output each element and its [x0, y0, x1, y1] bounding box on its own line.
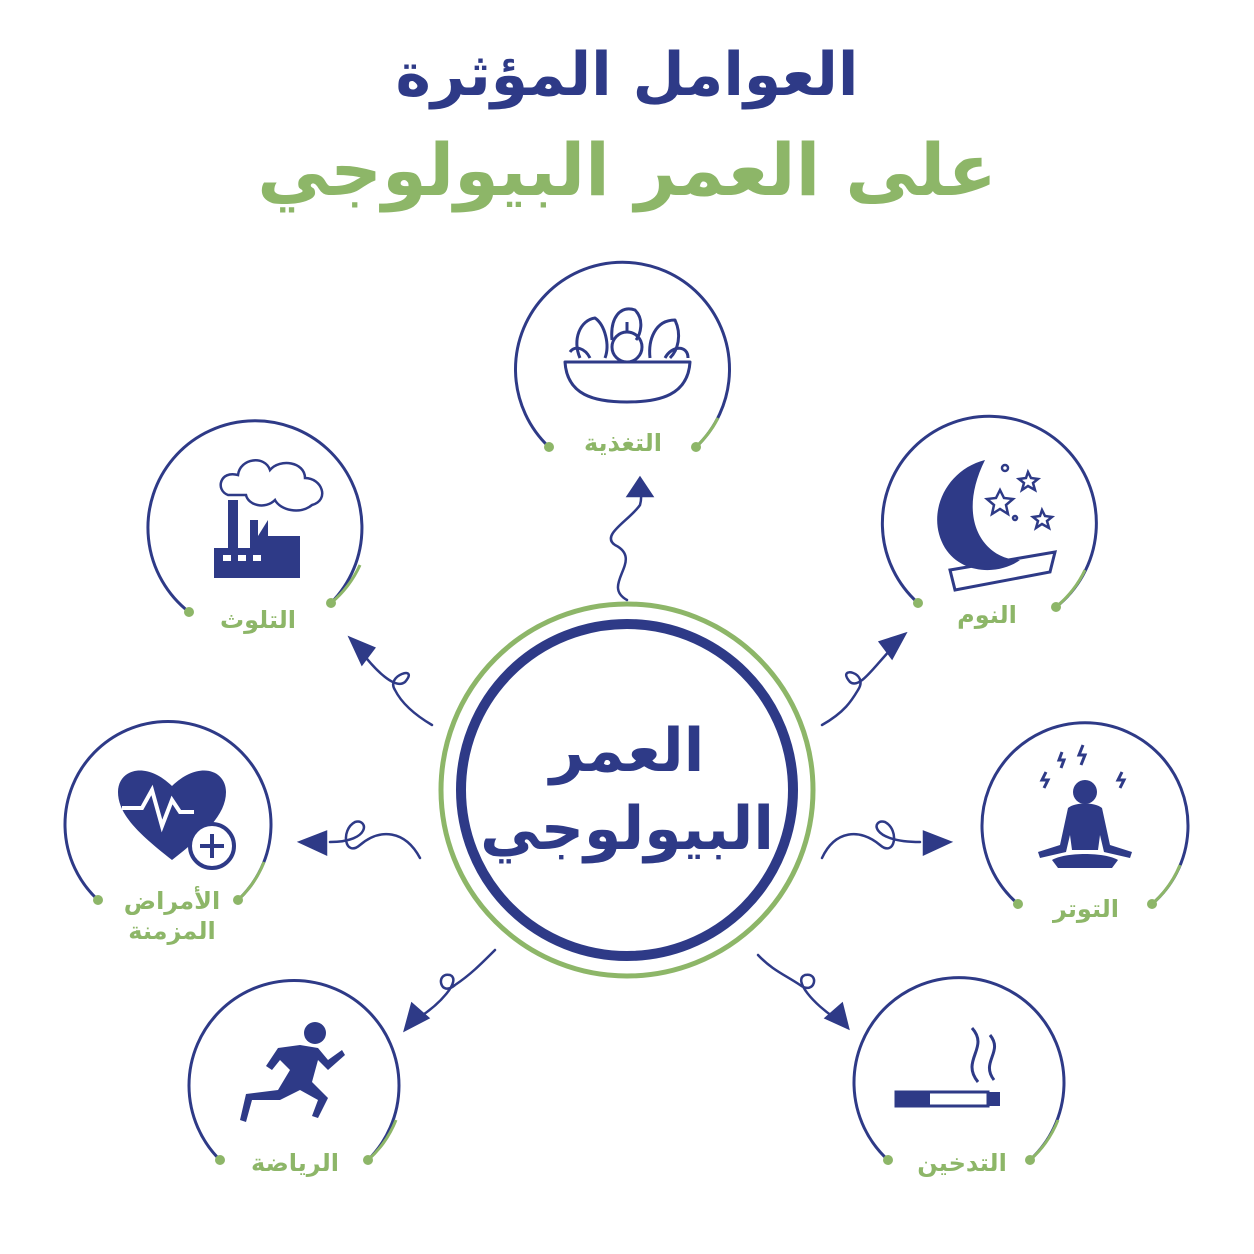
- label-smoking: التدخين: [917, 1149, 1007, 1177]
- label-sleep: النوم: [957, 601, 1017, 629]
- arrow-to-nutrition: [609, 475, 655, 602]
- factor-exercise: [187, 979, 401, 1165]
- label-stress: التوتر: [1052, 895, 1120, 923]
- connector-arrows: [296, 475, 954, 1033]
- arrow-to-stress: [820, 820, 954, 860]
- title-line-1: العوامل المؤثرة: [395, 40, 859, 110]
- factor-nutrition: [514, 260, 731, 452]
- arrow-to-exercise: [403, 948, 497, 1033]
- factory-pollution-icon: [214, 459, 324, 578]
- center-line-2: البيولوجي: [480, 794, 774, 864]
- arrow-to-smoking: [756, 953, 850, 1031]
- factor-pollution: [146, 419, 364, 617]
- title-line-2: على العمر البيولوجي: [257, 128, 997, 212]
- arrow-to-pollution: [347, 635, 434, 727]
- moon-pillow-icon: [937, 460, 1058, 592]
- arrow-to-chronic: [296, 820, 422, 860]
- center-line-1: العمر: [549, 716, 705, 786]
- cigarette-icon: [894, 1026, 1000, 1108]
- center-node: [438, 601, 816, 979]
- factor-sleep: [880, 414, 1098, 612]
- meditation-stress-icon: [1038, 744, 1132, 868]
- arrow-to-sleep: [820, 631, 908, 727]
- label-chronic-line-1: الأمراض: [123, 887, 221, 915]
- label-nutrition: التغذية: [583, 429, 663, 457]
- label-exercise: الرياضة: [251, 1149, 339, 1177]
- salad-bowl-icon: [563, 307, 692, 404]
- heart-health-icon: [118, 770, 236, 870]
- label-chronic: الأمراض المزمنة: [124, 886, 220, 946]
- runner-icon: [240, 1022, 345, 1122]
- label-pollution: التلوث: [220, 606, 296, 634]
- factor-chronic: [63, 720, 273, 905]
- center-label: العمر البيولوجي: [480, 712, 774, 868]
- factor-smoking: [852, 976, 1066, 1165]
- label-chronic-line-2: المزمنة: [128, 917, 216, 945]
- factor-stress: [980, 721, 1190, 909]
